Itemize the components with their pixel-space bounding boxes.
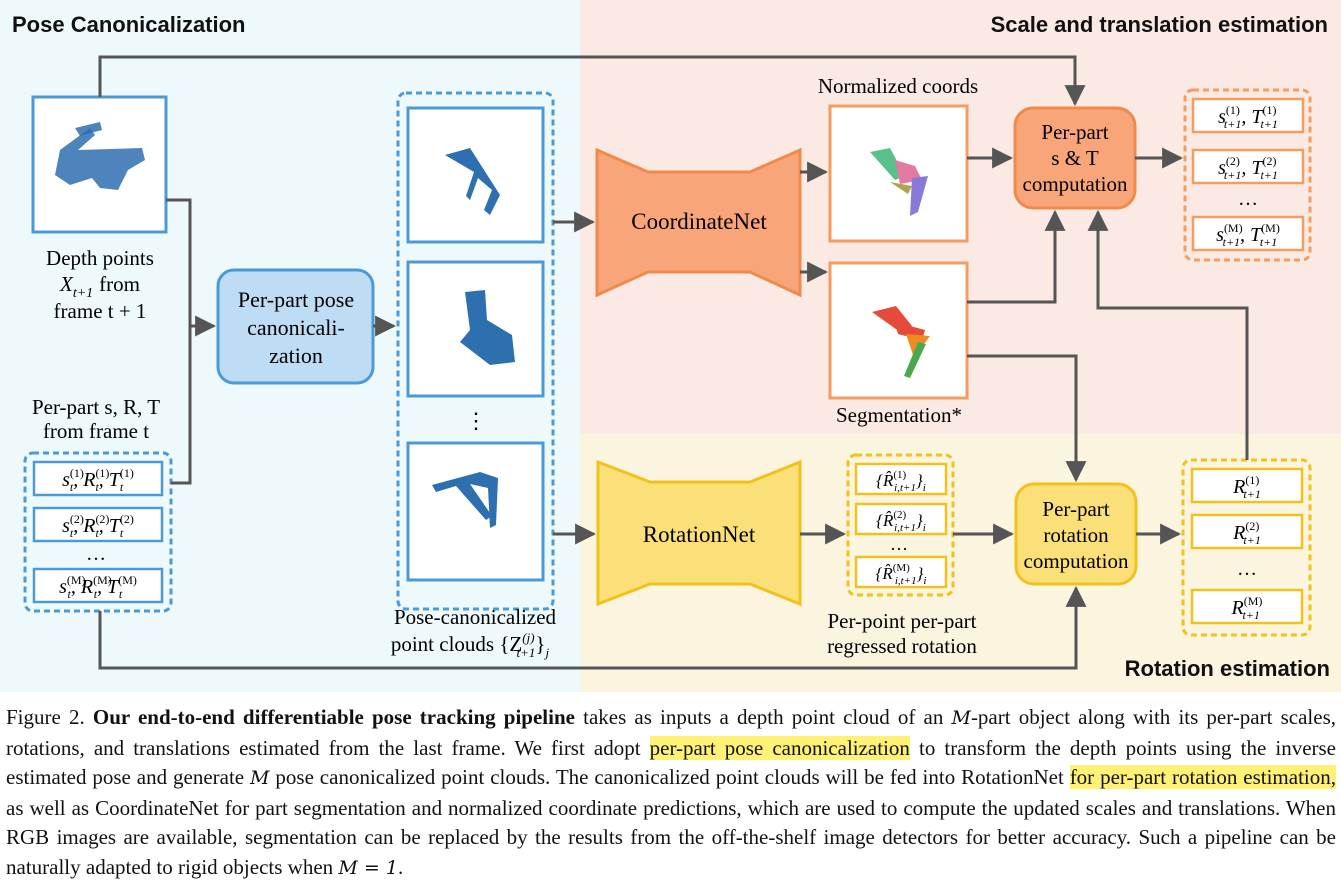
regressed-entry-2: {R̂(2)i,t+1}i xyxy=(854,502,948,536)
output-st-entry-m: s(M)t+1, T(M)t+1 xyxy=(1191,215,1305,252)
caption-math-m1: M xyxy=(951,707,971,729)
per-part-srt-label-1: Per-part s, R, T xyxy=(32,395,160,419)
rot-label-2: rotation xyxy=(1043,523,1109,547)
canon-cloud-glyph-1 xyxy=(445,148,500,215)
regressed-label-2: regressed rotation xyxy=(827,634,977,658)
coordinatenet-shape xyxy=(595,147,802,298)
caption-prefix: Figure 2. xyxy=(6,705,93,729)
canon-cloud-glyph-2 xyxy=(460,290,515,365)
output-r-entry-1: R(1)t+1 xyxy=(1190,467,1304,504)
caption-text-2: -part object along with its per-part sca… xyxy=(6,705,1336,760)
canon-caption-2: point clouds {Z(j)t+1}j xyxy=(391,630,550,660)
depth-pointcloud-glyph xyxy=(55,122,145,190)
title-rotation-estimation: Rotation estimation xyxy=(1125,656,1330,681)
normalized-coords-glyph xyxy=(870,148,928,216)
output-st-entry-2: s(2)t+1, T(2)t+1 xyxy=(1191,148,1305,185)
canonicalized-clouds-group xyxy=(396,91,555,611)
caption-math-m3: M = 1 xyxy=(338,856,398,879)
canon-vdots: ⋮ xyxy=(465,408,487,433)
caption-text-1: takes as inputs a depth point cloud of a… xyxy=(574,705,952,729)
connectors xyxy=(98,55,1249,670)
caption-text-3: to transform the depth points using the … xyxy=(6,735,1337,790)
canon-label-1: Per-part pose xyxy=(238,287,354,312)
caption-text-5: as well as CoordinateNet for part segmen… xyxy=(6,795,1336,879)
input-pose-dots: … xyxy=(86,543,106,565)
canon-cloud-glyph-m xyxy=(432,472,498,528)
canon-label-3: zation xyxy=(269,343,323,368)
segmentation-label: Segmentation* xyxy=(836,403,962,427)
svg-text:s(1)t, R(1)t, T(1)t: s(1)t, R(1)t, T(1)t xyxy=(62,466,134,494)
rot-label-3: computation xyxy=(1024,549,1129,573)
input-pose-entry-2: s(2)t, R(2)t, T(2)t xyxy=(32,506,164,543)
pipeline-figure: Pose Canonicalization Scale and translat… xyxy=(0,0,1341,692)
svg-text:s(1)t+1, T(1)t+1: s(1)t+1, T(1)t+1 xyxy=(1218,103,1278,131)
normalized-coords-label: Normalized coords xyxy=(818,74,978,98)
output-st-dots: … xyxy=(1238,188,1258,210)
title-scale-translation: Scale and translation estimation xyxy=(991,12,1328,37)
regressed-entry-1: {R̂(1)i,t+1}i xyxy=(854,462,948,496)
regressed-label-1: Per-point per-part xyxy=(827,609,976,633)
title-pose-canonicalization: Pose Canonicalization xyxy=(12,12,246,37)
depth-label-1: Depth points xyxy=(46,246,154,270)
caption-highlight-2: for per-part rotation estimation, xyxy=(1069,765,1336,789)
output-st-group xyxy=(1183,88,1312,262)
canon-label-2: canonicali- xyxy=(247,315,345,340)
st-label-3: computation xyxy=(1023,172,1128,196)
rotationnet-label: RotationNet xyxy=(643,522,756,547)
input-pose-entry-m: s(M)t, R(M)t, T(M)t xyxy=(32,567,164,604)
caption-math-m2: M xyxy=(250,767,270,789)
segmentation-glyph xyxy=(872,306,930,378)
caption-bold-title: Our end-to-end differentiable pose track… xyxy=(92,705,575,729)
coordinatenet-label: CoordinateNet xyxy=(631,209,767,234)
figure-caption: Figure 2. Our end-to-end differentiable … xyxy=(6,703,1336,883)
regressed-rotation-group xyxy=(846,453,955,597)
caption-text-6: . xyxy=(397,854,404,879)
output-r-entry-m: R(M)t+1 xyxy=(1190,588,1304,625)
input-pose-group xyxy=(23,451,173,613)
rotationnet-shape xyxy=(596,459,802,607)
svg-text:{R̂(1)i,t+1}i: {R̂(1)i,t+1}i xyxy=(876,469,926,494)
input-pose-entry-1: s(1)t, R(1)t, T(1)t xyxy=(32,460,164,497)
svg-text:s(2)t+1, T(2)t+1: s(2)t+1, T(2)t+1 xyxy=(1218,154,1278,182)
caption-highlight-1: per-part pose canonicalization xyxy=(649,735,910,760)
svg-text:{R̂(M)i,t+1}i: {R̂(M)i,t+1}i xyxy=(876,562,927,587)
svg-text:R(1)t+1: R(1)t+1 xyxy=(1232,473,1261,501)
svg-text:{R̂(2)i,t+1}i: {R̂(2)i,t+1}i xyxy=(876,509,926,534)
output-r-dots: … xyxy=(1237,558,1257,580)
output-st-entry-1: s(1)t+1, T(1)t+1 xyxy=(1191,97,1305,134)
st-label-2: s & T xyxy=(1051,146,1099,170)
canon-cloud-image-m xyxy=(406,441,545,582)
svg-text:s(M)t+1, T(M)t+1: s(M)t+1, T(M)t+1 xyxy=(1216,221,1280,249)
output-r-entry-2: R(2)t+1 xyxy=(1190,513,1304,550)
svg-text:s(2)t, R(2)t, T(2)t: s(2)t, R(2)t, T(2)t xyxy=(62,512,134,540)
svg-text:R(2)t+1: R(2)t+1 xyxy=(1232,519,1261,547)
canon-caption-1: Pose-canonicalized xyxy=(394,605,557,629)
depth-label-3: frame t + 1 xyxy=(54,299,147,323)
st-label-1: Per-part xyxy=(1041,120,1108,144)
rot-label-1: Per-part xyxy=(1042,497,1109,521)
regressed-dots: … xyxy=(890,534,908,554)
svg-text:R(M)t+1: R(M)t+1 xyxy=(1231,594,1263,622)
per-part-srt-label-2: from frame t xyxy=(43,419,149,443)
caption-text-4: pose canonicalized point clouds. The can… xyxy=(269,765,1070,789)
regressed-entry-m: {R̂(M)i,t+1}i xyxy=(854,555,948,589)
